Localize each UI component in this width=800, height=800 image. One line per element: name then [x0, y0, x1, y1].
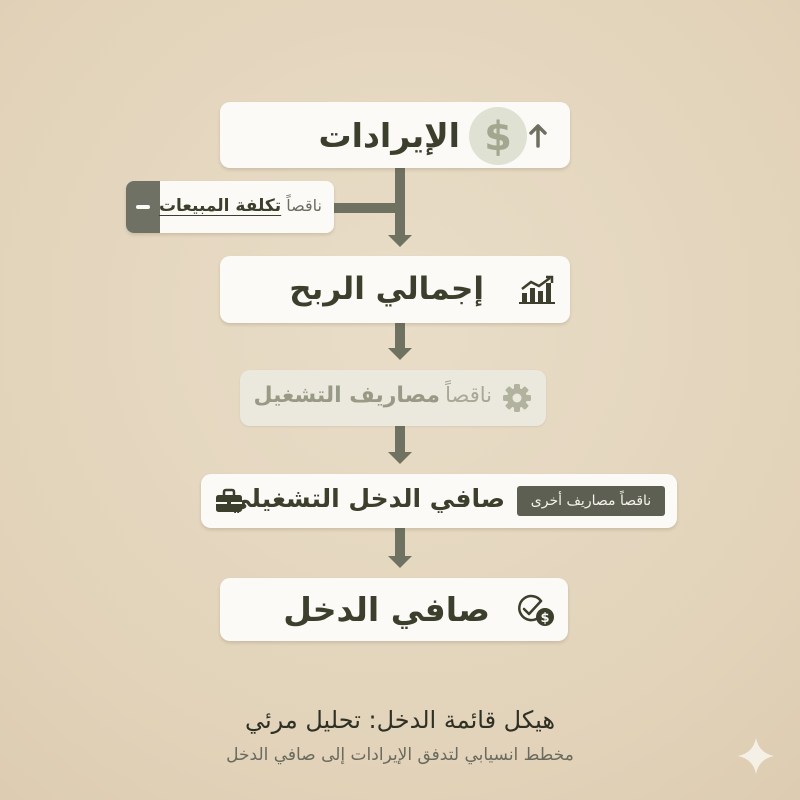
footer-subtitle: مخطط انسيابي لتدفق الإيرادات إلى صافي ال… — [226, 745, 574, 765]
other-expenses-label: ناقصاً مصاريف أخرى — [530, 493, 652, 509]
cost-of-sales-text: ناقصاً تكلفة المبيعات — [159, 196, 322, 216]
operating-expenses-label: مصاريف التشغيل — [253, 383, 440, 408]
connector-opex — [395, 426, 405, 452]
net-income-label: صافي الدخل — [283, 590, 490, 629]
other-expenses-badge: ناقصاً مصاريف أخرى — [517, 486, 665, 516]
check-dollar-icon: $ — [518, 594, 554, 626]
connector-revenue — [395, 167, 405, 235]
minus-icon — [136, 205, 150, 209]
svg-text:$: $ — [484, 114, 512, 160]
cost-of-sales-prefix: ناقصاً — [286, 196, 322, 215]
arrow-head-4 — [388, 556, 412, 568]
dollar-up-icon: $ — [469, 107, 547, 165]
minus-badge — [126, 181, 160, 233]
operating-expenses-text: ناقصاً مصاريف التشغيل — [253, 383, 492, 408]
connector-operating — [395, 528, 405, 556]
cost-of-sales-label: تكلفة المبيعات — [158, 196, 282, 216]
gear-icon — [503, 384, 531, 412]
operating-income-card: ناقصاً مصاريف أخرى صافي الدخل التشغيلي — [201, 474, 677, 528]
revenue-card: $ الإيرادات — [220, 102, 570, 168]
svg-text:$: $ — [540, 611, 549, 626]
gross-profit-card: إجمالي الربح — [220, 256, 570, 323]
arrow-head-1 — [388, 235, 412, 247]
operating-expenses-card: ناقصاً مصاريف التشغيل — [240, 370, 546, 426]
net-income-card: $ صافي الدخل — [220, 578, 568, 641]
sparkle-icon — [738, 738, 774, 774]
operating-expenses-prefix: ناقصاً — [445, 383, 492, 407]
revenue-label: الإيرادات — [318, 116, 460, 155]
briefcase-icon — [216, 488, 242, 512]
operating-income-label: صافي الدخل التشغيلي — [226, 484, 505, 513]
arrow-head-2 — [388, 348, 412, 360]
cost-of-sales-card: ناقصاً تكلفة المبيعات — [126, 181, 334, 233]
gross-profit-label: إجمالي الربح — [289, 271, 484, 307]
connector-cost-branch — [330, 203, 400, 213]
connector-gross — [395, 322, 405, 348]
arrow-head-3 — [388, 452, 412, 464]
footer-title: هيكل قائمة الدخل: تحليل مرئي — [244, 706, 556, 734]
bar-chart-up-icon — [519, 275, 555, 304]
